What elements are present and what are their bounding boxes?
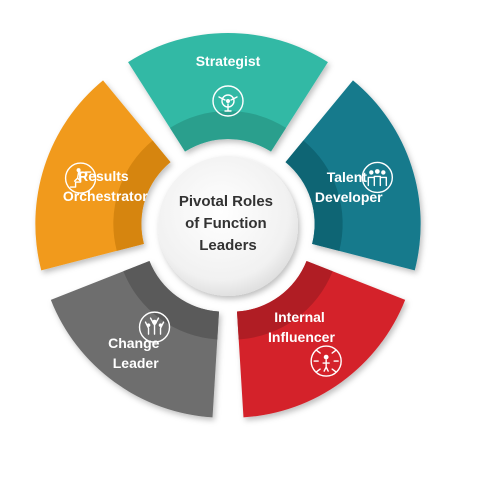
- segment-results-orchestrator-inner-ring: [113, 140, 171, 251]
- svg-text:Change Leader: Change Leader: [108, 335, 163, 371]
- segment-results-orchestrator: Results Orchestrator: [35, 80, 171, 271]
- segment-internal-influencer: Internal Influencer: [236, 260, 406, 418]
- segment-talent-developer-label-line-2: Developer: [315, 189, 383, 205]
- segment-internal-influencer-inner-ring: [236, 260, 333, 340]
- segment-change-leader: Change Leader: [50, 260, 220, 418]
- segment-results-orchestrator-label-line-2: Orchestrator: [63, 188, 148, 204]
- segment-internal-influencer-label-line-1: Internal: [274, 309, 325, 325]
- center-title-line-3: Leaders: [199, 237, 257, 254]
- group-celebrate-icon: [138, 311, 171, 343]
- target-person-icon: [212, 85, 244, 117]
- segment-talent-developer-inner-ring: [285, 140, 343, 251]
- segment-change-leader-label-line-1: Change: [108, 335, 160, 351]
- center-hub-circle: [158, 156, 298, 296]
- svg-text:Talent Developer: Talent Developer: [315, 169, 383, 205]
- team-icon: [361, 161, 394, 194]
- center-title-line-1: Pivotal Roles: [179, 193, 273, 210]
- stairs-climber-icon: [64, 162, 97, 194]
- segment-change-leader-inner-ring: [123, 260, 220, 340]
- center-hub: Pivotal Roles of Function Leaders: [158, 156, 298, 296]
- svg-text:Strategist: Strategist: [196, 53, 261, 69]
- segment-strategist-inner-ring: [169, 111, 287, 152]
- center-title-line-2: of Function: [185, 215, 267, 232]
- svg-text:Pivotal Roles of Functio: Pivotal Roles of Function Leaders: [179, 193, 277, 254]
- segment-strategist-shape: [128, 33, 328, 152]
- influence-arrows-icon: [310, 345, 342, 377]
- svg-text:Results Orchestrator: Results Orchestrator: [63, 168, 148, 204]
- segment-strategist: Strategist: [128, 33, 328, 152]
- segment-talent-developer: Talent Developer: [285, 80, 421, 271]
- segment-results-orchestrator-label-line-1: Results: [78, 168, 129, 184]
- segment-talent-developer-label-line-1: Talent: [327, 169, 368, 185]
- segment-change-leader-label-line-2: Leader: [113, 355, 159, 371]
- segment-strategist-label-line-1: Strategist: [196, 53, 261, 69]
- segment-internal-influencer-label-line-2: Influencer: [268, 329, 335, 345]
- svg-text:Internal Influencer: Internal Influencer: [268, 309, 335, 345]
